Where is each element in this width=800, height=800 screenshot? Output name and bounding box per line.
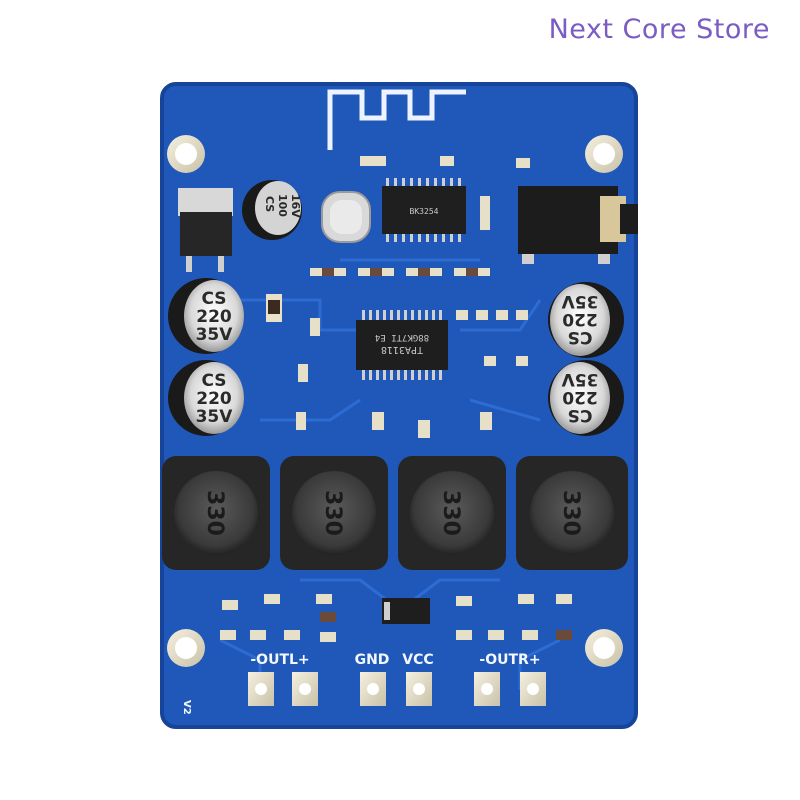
cap-left2-text-2: 220 xyxy=(196,389,232,409)
capacitor-large-right-2: CS 220 35V xyxy=(548,360,624,436)
cap-right2-text-3: 35V xyxy=(561,369,599,389)
label-outr: -OUTR+ xyxy=(479,652,540,668)
inductor-3: 330 xyxy=(398,456,506,570)
cap-left1-text-1: CS xyxy=(201,289,226,309)
label-outl: -OUTL+ xyxy=(250,652,309,668)
cap-right1-text-1: CS xyxy=(567,327,592,347)
inductor-4: 330 xyxy=(516,456,628,570)
terminal-pads xyxy=(248,672,546,706)
inductor-1-value: 330 xyxy=(202,490,227,536)
capacitor-small: CS 100 16V xyxy=(242,180,302,240)
bluetooth-chip: BK3254 xyxy=(382,178,466,242)
cap-left1-text-2: 220 xyxy=(196,307,232,327)
cap-small-text-1: CS xyxy=(263,196,276,212)
capacitor-large-left-1: CS 220 35V xyxy=(168,278,244,354)
label-vcc: VCC xyxy=(402,652,433,668)
inductor-2-value: 330 xyxy=(320,490,345,536)
smd-row-top xyxy=(310,268,490,276)
cap-right2-text-1: CS xyxy=(567,405,592,425)
cap-small-text-2: 100 xyxy=(276,194,289,217)
mounting-hole-br xyxy=(585,629,623,667)
smd-misc xyxy=(266,156,530,438)
inductor-1: 330 xyxy=(162,456,270,570)
pcb-edge-shadow xyxy=(160,82,638,729)
label-gnd: GND xyxy=(355,652,390,668)
pcb-board xyxy=(162,84,636,727)
cap-right2-text-2: 220 xyxy=(562,387,598,407)
cap-left1-text-3: 35V xyxy=(196,325,234,345)
cap-right1-text-2: 220 xyxy=(562,309,598,329)
cap-left2-text-1: CS xyxy=(201,371,226,391)
inductor-2: 330 xyxy=(280,456,388,570)
inductor-4-value: 330 xyxy=(558,490,583,536)
crystal-oscillator xyxy=(321,191,371,243)
store-watermark: Next Core Store xyxy=(548,14,770,45)
mounting-hole-bl xyxy=(167,629,205,667)
amplifier-chip: TPA3118 88GK7TI E4 xyxy=(356,310,448,380)
cap-left2-text-3: 35V xyxy=(196,407,234,427)
capacitor-large-right-1: CS 220 35V xyxy=(548,282,624,358)
voltage-regulator xyxy=(178,188,233,272)
cap-small-text-3: 16V xyxy=(289,194,302,218)
smd-bottom xyxy=(220,594,572,642)
bluetooth-antenna xyxy=(327,89,466,150)
cap-right1-text-3: 35V xyxy=(561,291,599,311)
amp-chip-code: 88GK7TI E4 xyxy=(375,332,429,342)
mounting-hole-tl xyxy=(167,135,205,173)
label-version: V2 xyxy=(181,700,192,715)
mounting-hole-tr xyxy=(585,135,623,173)
amp-chip-name: TPA3118 xyxy=(381,344,423,355)
audio-jack xyxy=(518,186,638,264)
bluetooth-chip-label: BK3254 xyxy=(410,207,439,216)
inductor-3-value: 330 xyxy=(438,490,463,536)
capacitor-large-left-2: CS 220 35V xyxy=(168,360,244,436)
